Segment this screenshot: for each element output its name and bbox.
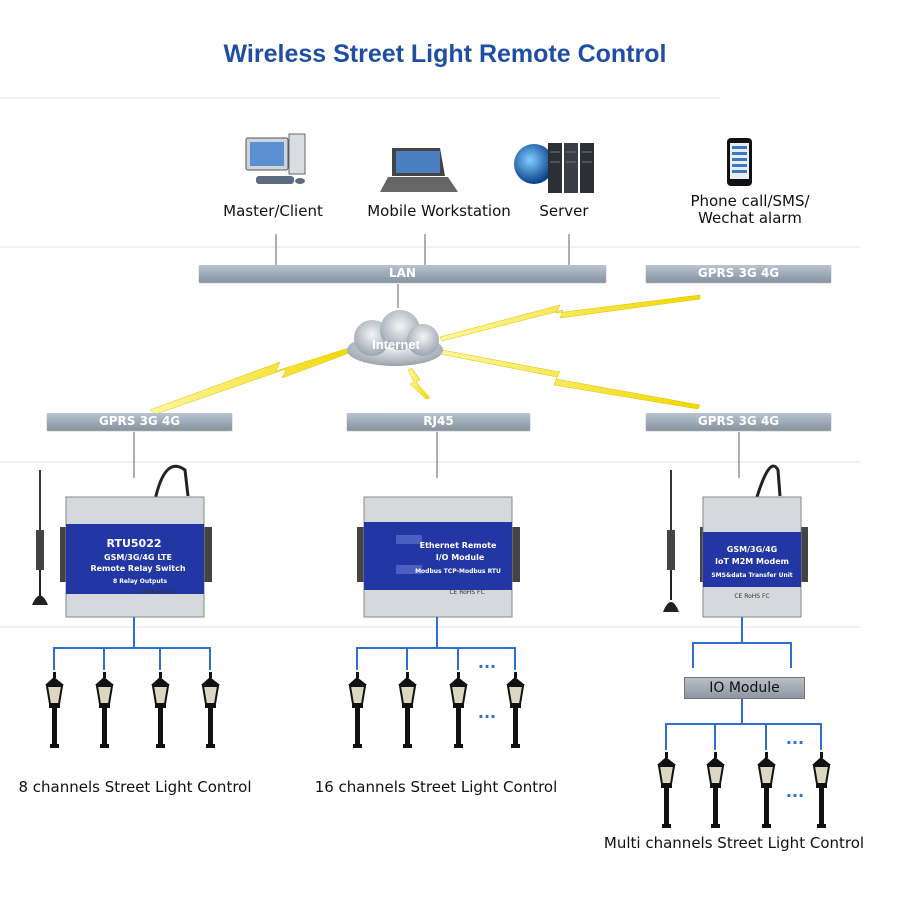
- rtu-device-left: RTU5022 GSM/3G/4G LTE Remote Relay Switc…: [60, 496, 212, 618]
- street-lamp-icon: [201, 672, 220, 748]
- device-right-cert: CE RoHS FC: [734, 593, 769, 600]
- street-lamp-icon: [449, 672, 468, 748]
- device-center-line2: I/O Module: [436, 553, 485, 562]
- street-lamp-icon: [45, 672, 64, 748]
- antenna-right: [663, 470, 679, 612]
- ellipsis-markers: ............: [478, 653, 804, 801]
- street-lamp-icon: [812, 752, 831, 828]
- device-left-cert: CE RoHS FC: [140, 589, 175, 596]
- device-center-line3: Modbus TCP-Modbus RTU: [415, 568, 501, 575]
- device-left-model: RTU5022: [106, 537, 161, 550]
- cable-right: [755, 464, 782, 498]
- ellipsis-marker: ...: [478, 703, 496, 722]
- street-lamp-icon: [706, 752, 725, 828]
- street-lamp-icon: [757, 752, 776, 828]
- master-client-label: Master/Client: [223, 202, 323, 220]
- io-module-box: IO Module: [684, 677, 805, 699]
- antenna-left: [32, 470, 48, 605]
- distribution-lines: [53, 617, 822, 750]
- street-lamp-icon: [506, 672, 525, 748]
- grid-rules: [0, 97, 860, 628]
- street-lamp-icon: [151, 672, 170, 748]
- caption-right: Multi channels Street Light Control: [603, 834, 865, 852]
- cable-left: [153, 464, 190, 501]
- street-lamp-icon: [398, 672, 417, 748]
- device-left-line1: GSM/3G/4G LTE: [104, 553, 172, 562]
- gprs-bar-top: GPRS 3G 4G: [646, 265, 831, 282]
- phone-alarm-label-line1: Phone call/SMS/: [690, 192, 810, 210]
- ellipsis-marker: ...: [478, 653, 496, 672]
- laptop-icon: [380, 148, 458, 192]
- gprs-bar-left: GPRS 3G 4G: [47, 413, 232, 430]
- lan-bar: LAN: [199, 265, 606, 282]
- modem-device-right: GSM/3G/4G IoT M2M Modem SMS&data Transfe…: [700, 496, 808, 618]
- internet-label: Internet: [372, 337, 420, 352]
- device-right-line2: IoT M2M Modem: [715, 557, 789, 566]
- desktop-computer-icon: [245, 133, 306, 184]
- ethernet-device-center: Ethernet Remote I/O Module Modbus TCP-Mo…: [357, 496, 520, 618]
- device-right-line3: SMS&data Transfer Unit: [711, 572, 792, 579]
- caption-left: 8 channels Street Light Control: [18, 778, 252, 796]
- gprs-bar-right: GPRS 3G 4G: [646, 413, 831, 430]
- device-center-line1: Ethernet Remote: [420, 541, 497, 550]
- rj45-bar: RJ45: [347, 413, 530, 430]
- device-left-line3: 8 Relay Outputs: [113, 578, 168, 585]
- server-label: Server: [539, 202, 589, 220]
- street-lamp-icon: [657, 752, 676, 828]
- street-lamp-icon: [95, 672, 114, 748]
- device-right-line1: GSM/3G/4G: [727, 545, 777, 554]
- caption-center: 16 channels Street Light Control: [314, 778, 558, 796]
- diagram-title: Wireless Street Light Remote Control: [223, 40, 667, 68]
- smartphone-icon: [727, 138, 752, 186]
- mobile-workstation-label: Mobile Workstation: [367, 202, 511, 220]
- ellipsis-marker: ...: [786, 782, 804, 801]
- phone-alarm-label-line2: Wechat alarm: [698, 209, 802, 227]
- street-lamp-icon: [348, 672, 367, 748]
- lan-connectors: [133, 234, 740, 478]
- device-center-cert: CE RoHS FC: [449, 589, 484, 596]
- server-icon: [514, 143, 594, 193]
- ellipsis-marker: ...: [786, 729, 804, 748]
- device-left-line2: Remote Relay Switch: [90, 564, 185, 573]
- street-lamps: [45, 672, 831, 828]
- internet-cloud: Internet: [347, 310, 443, 366]
